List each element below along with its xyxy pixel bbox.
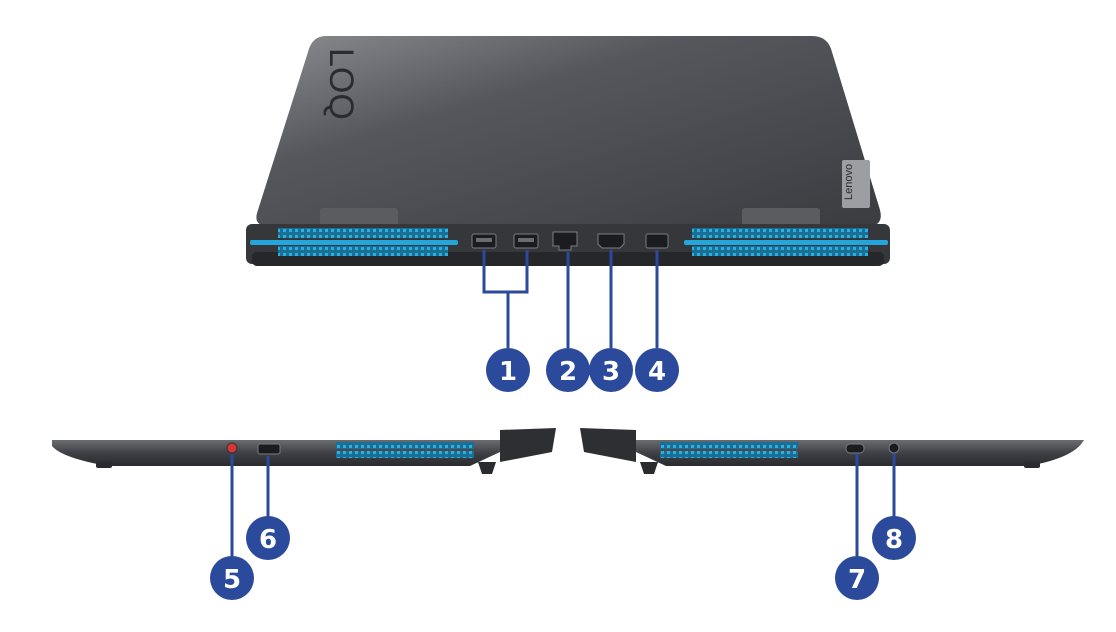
- power-button-led: [226, 442, 238, 454]
- leader-lines-rear: [482, 250, 659, 348]
- brand-logo-plate: Lenovo: [842, 160, 870, 208]
- callout-3-number: 3: [602, 357, 620, 387]
- rear-vent-left: [250, 228, 458, 256]
- ethernet-port: [552, 231, 578, 251]
- right-side-vents: [660, 442, 798, 458]
- callout-2: 2: [546, 348, 590, 392]
- callout-1-number: 1: [499, 357, 517, 387]
- callout-7-number: 7: [848, 565, 866, 595]
- callout-6-number: 6: [259, 525, 277, 555]
- audio-jack: [888, 442, 900, 454]
- rear-ports: [471, 231, 669, 251]
- rear-vent-right: [684, 228, 888, 256]
- left-side-view: [52, 428, 556, 474]
- lid-logo: LOQ: [322, 48, 360, 120]
- laptop-lid: [256, 36, 881, 226]
- usb-c-port: [845, 443, 865, 454]
- leader-lines-sides: [230, 454, 896, 560]
- callout-4-number: 4: [648, 357, 666, 387]
- right-side-view: [580, 428, 1084, 474]
- callout-8: 8: [872, 516, 916, 560]
- left-side-vents: [336, 442, 474, 458]
- rear-view: LOQ Lenovo: [246, 36, 890, 266]
- callout-1: 1: [486, 348, 530, 392]
- usb-a-port-side: [257, 443, 281, 455]
- callout-2-number: 2: [559, 357, 577, 387]
- callout-8-number: 8: [885, 525, 903, 555]
- callout-3: 3: [589, 348, 633, 392]
- callout-5-number: 5: [223, 565, 241, 595]
- callout-7: 7: [835, 556, 879, 600]
- callout-5: 5: [210, 556, 254, 600]
- hdmi-port: [597, 233, 625, 249]
- brand-logo: Lenovo: [843, 164, 855, 200]
- power-port: [645, 233, 669, 249]
- callout-6: 6: [246, 516, 290, 560]
- callout-4: 4: [635, 348, 679, 392]
